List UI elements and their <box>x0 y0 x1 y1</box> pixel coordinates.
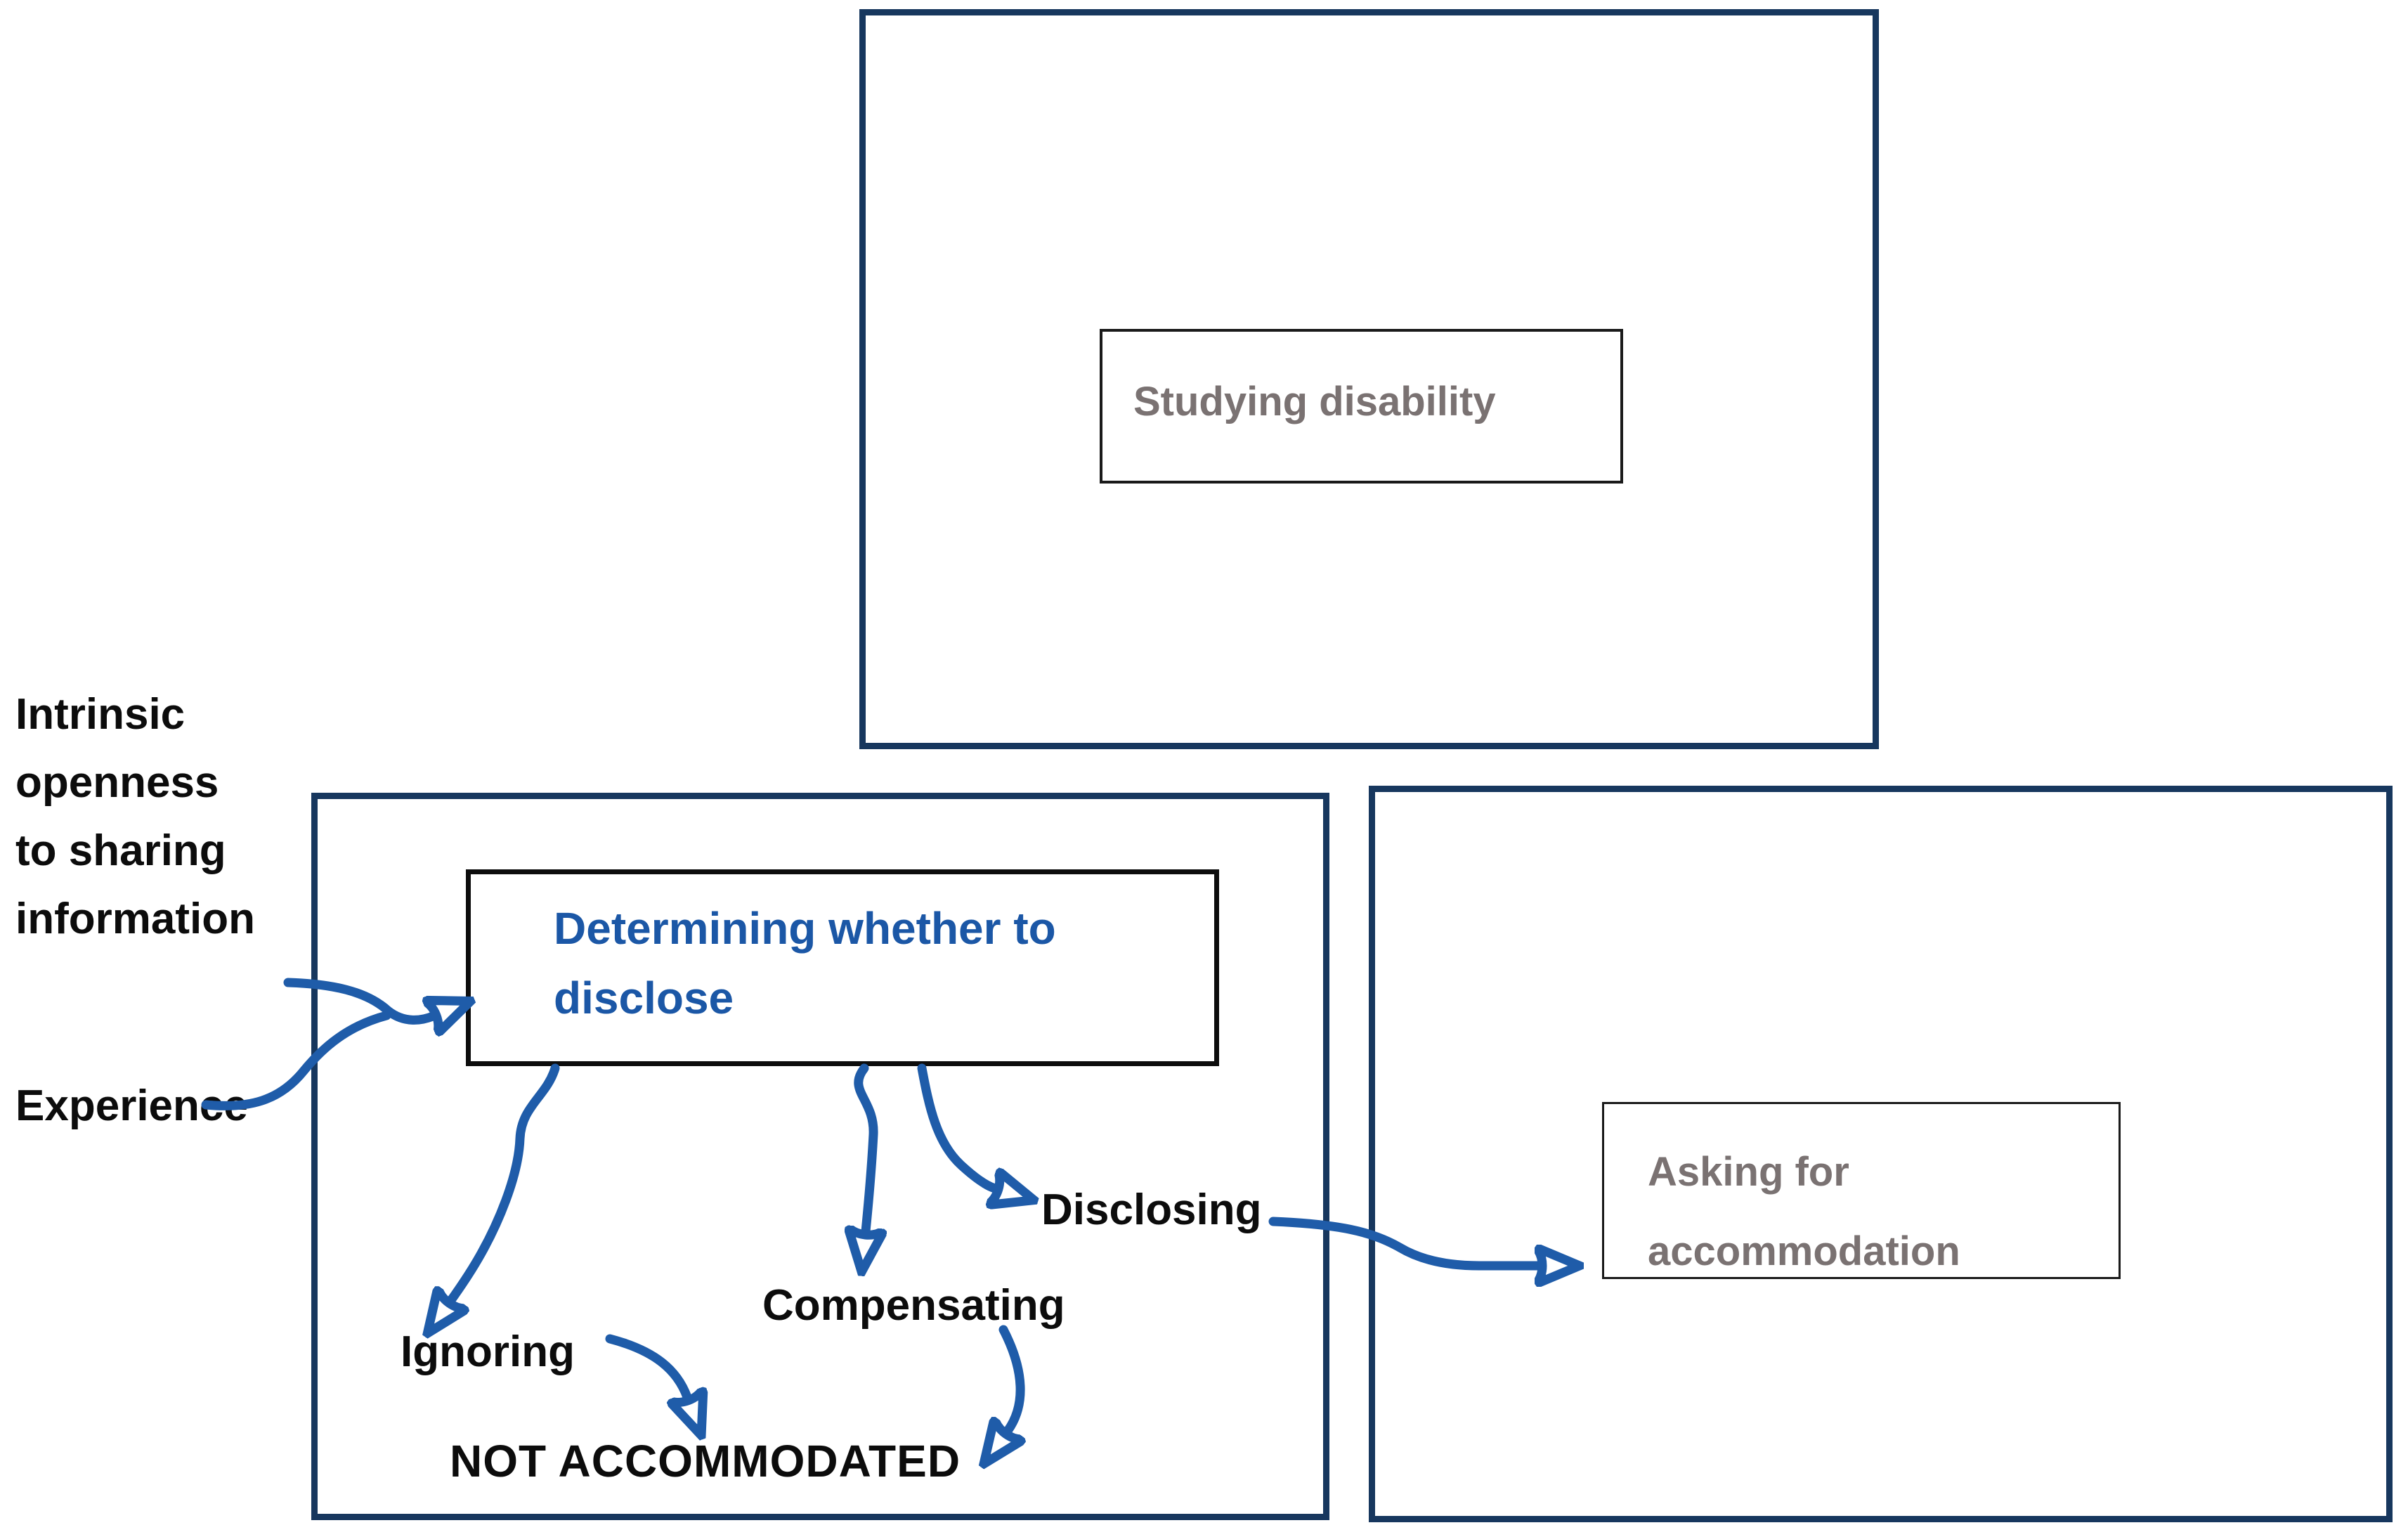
compensating-label: Compensating <box>762 1281 1065 1330</box>
intrinsic-openness-label: Intrinsic openness to sharing informatio… <box>15 690 255 943</box>
asking-for-accommodation-node: Asking for accommodation <box>1602 1102 2121 1279</box>
experience-label: Experience <box>15 1082 248 1130</box>
not-accommodated-label: NOT ACCOMMODATED <box>450 1436 961 1486</box>
ignoring-label: Ignoring <box>401 1328 575 1376</box>
studying-disability-node: Studying disability <box>1100 329 1623 484</box>
determining-whether-to-disclose-node: Determining whether to disclose <box>466 869 1219 1066</box>
disclosing-label: Disclosing <box>1041 1186 1262 1234</box>
